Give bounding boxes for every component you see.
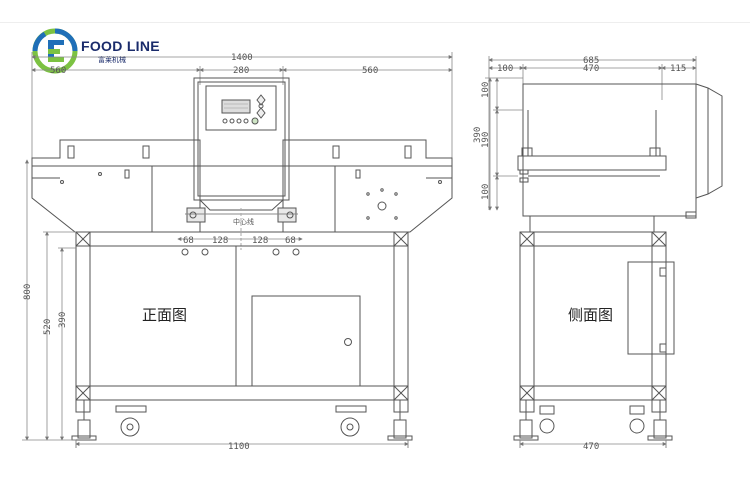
conveyor-right-wing xyxy=(282,139,453,233)
keypad-icon xyxy=(256,94,266,119)
side-caster-icon xyxy=(629,418,645,434)
front-top-dimensions xyxy=(31,52,453,160)
dim-side-height-mid: 190 xyxy=(481,132,491,148)
front-view: 中心线 xyxy=(22,52,453,448)
dim-side-total-width: 685 xyxy=(583,56,599,66)
caster-wheel-icon xyxy=(335,405,367,437)
side-top-dimensions xyxy=(488,56,697,210)
frame-left-leg xyxy=(75,231,91,413)
dim-side-height-upper: 100 xyxy=(481,82,491,98)
side-dimension-labels: 685 100 470 115 390 100 190 100 470 xyxy=(473,56,686,452)
frame-right-leg xyxy=(393,231,409,413)
adjustable-foot-left xyxy=(77,419,91,439)
side-left-dimensions xyxy=(485,77,523,211)
front-view-label: 正面图 xyxy=(142,306,187,324)
dim-side-base-width: 470 xyxy=(583,442,599,452)
door-lock-icon xyxy=(344,338,352,346)
dim-front-left-width: 560 xyxy=(50,66,66,76)
side-display-panel xyxy=(695,83,723,199)
button-row-icon xyxy=(222,117,259,125)
front-left-dimensions xyxy=(22,159,76,441)
dim-small-left: 68 xyxy=(183,236,194,246)
dim-front-total-width: 1400 xyxy=(231,53,253,63)
dim-small-right: 68 xyxy=(285,236,296,246)
caster-wheel-icon xyxy=(115,405,147,437)
dim-side-height-lower: 100 xyxy=(481,184,491,200)
brand-subtitle: 富莱机械 xyxy=(98,56,126,64)
center-mark: 中心线 xyxy=(233,217,254,226)
side-view-label: 侧面图 xyxy=(568,306,613,324)
front-dimension-labels: 1400 560 280 560 1100 68 128 128 68 800 … xyxy=(23,53,378,452)
side-detector-head xyxy=(522,83,697,217)
dim-small-mid-left: 128 xyxy=(212,236,228,246)
frame-bottom-beam xyxy=(75,385,409,401)
dim-side-mid-width: 470 xyxy=(583,64,599,74)
dim-small-mid-right: 128 xyxy=(252,236,268,246)
side-view xyxy=(485,56,723,448)
dim-front-total-height: 800 xyxy=(23,284,33,300)
dim-side-right-width: 115 xyxy=(670,64,686,74)
front-cabinet-door xyxy=(251,295,361,387)
lcd-screen xyxy=(221,99,251,114)
dim-side-height-total: 390 xyxy=(473,127,483,143)
dim-front-right-width: 560 xyxy=(362,66,378,76)
conveyor-left-wing xyxy=(31,139,201,233)
dim-side-left-width: 100 xyxy=(497,64,513,74)
dim-front-leg-height: 390 xyxy=(58,312,68,328)
top-bar xyxy=(0,0,750,23)
brand-name: FOOD LINE xyxy=(81,38,160,54)
side-caster-icon xyxy=(539,418,555,434)
dim-front-base-width: 1100 xyxy=(228,442,250,452)
dim-front-frame-height: 520 xyxy=(43,319,53,335)
adjustable-foot-right xyxy=(393,419,407,439)
side-control-box xyxy=(627,261,675,355)
detector-head xyxy=(193,77,290,201)
dim-front-head-width: 280 xyxy=(233,66,249,76)
